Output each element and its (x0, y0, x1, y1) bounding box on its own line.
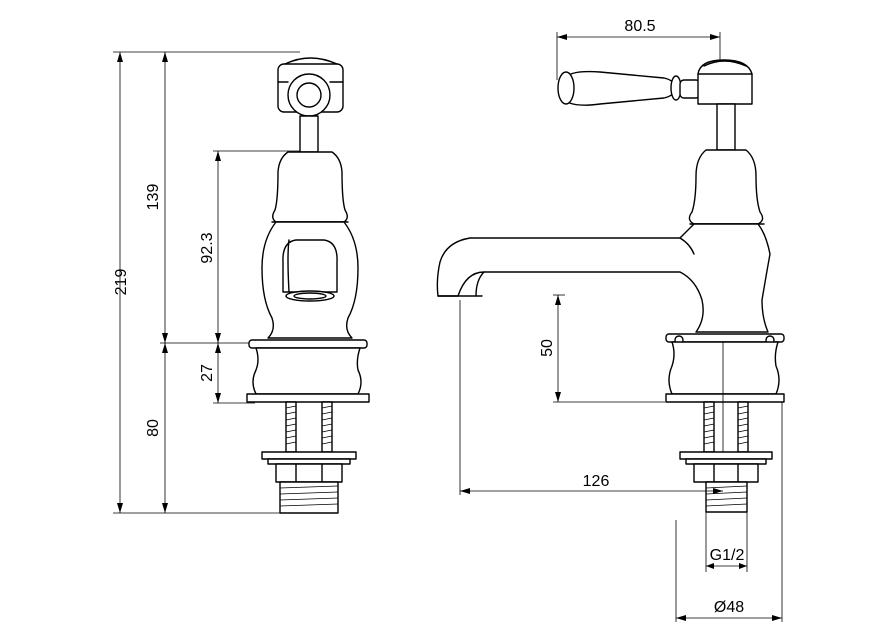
dim-92-3: 92.3 (199, 151, 221, 343)
dim-92-3-label: 92.3 (199, 232, 216, 263)
side-tail (261, 401, 357, 514)
front-view: 80.5 50 126 G1/2 Ø48 (436, 18, 785, 622)
dim-80-5-label: 80.5 (624, 18, 655, 35)
dim-80-label: 80 (145, 419, 162, 437)
front-base (665, 333, 785, 505)
dim-dia-48-label: Ø48 (714, 599, 744, 616)
dim-27-label: 27 (199, 364, 216, 382)
side-handle (277, 57, 344, 153)
dim-50: 50 (539, 295, 561, 402)
dim-139: 139 (145, 52, 168, 343)
dim-126: 126 (460, 473, 723, 494)
side-base (246, 339, 370, 403)
dim-139-label: 139 (145, 184, 162, 211)
side-view: 219 139 80 92.3 27 (113, 51, 370, 514)
side-body (261, 151, 359, 339)
dim-50-label: 50 (539, 339, 556, 357)
dim-dia-48: Ø48 (676, 599, 782, 621)
dim-219: 219 (113, 52, 130, 513)
dim-g1-2: G1/2 (706, 547, 747, 569)
front-body (436, 149, 771, 333)
dim-219-label: 219 (113, 269, 130, 296)
dim-80-5: 80.5 (557, 18, 720, 40)
front-lever-handle (557, 59, 753, 151)
front-tail (679, 401, 773, 513)
dim-27: 27 (199, 343, 221, 403)
dim-80: 80 (145, 343, 168, 513)
dim-126-label: 126 (583, 473, 610, 490)
dim-g1-2-label: G1/2 (710, 547, 745, 564)
